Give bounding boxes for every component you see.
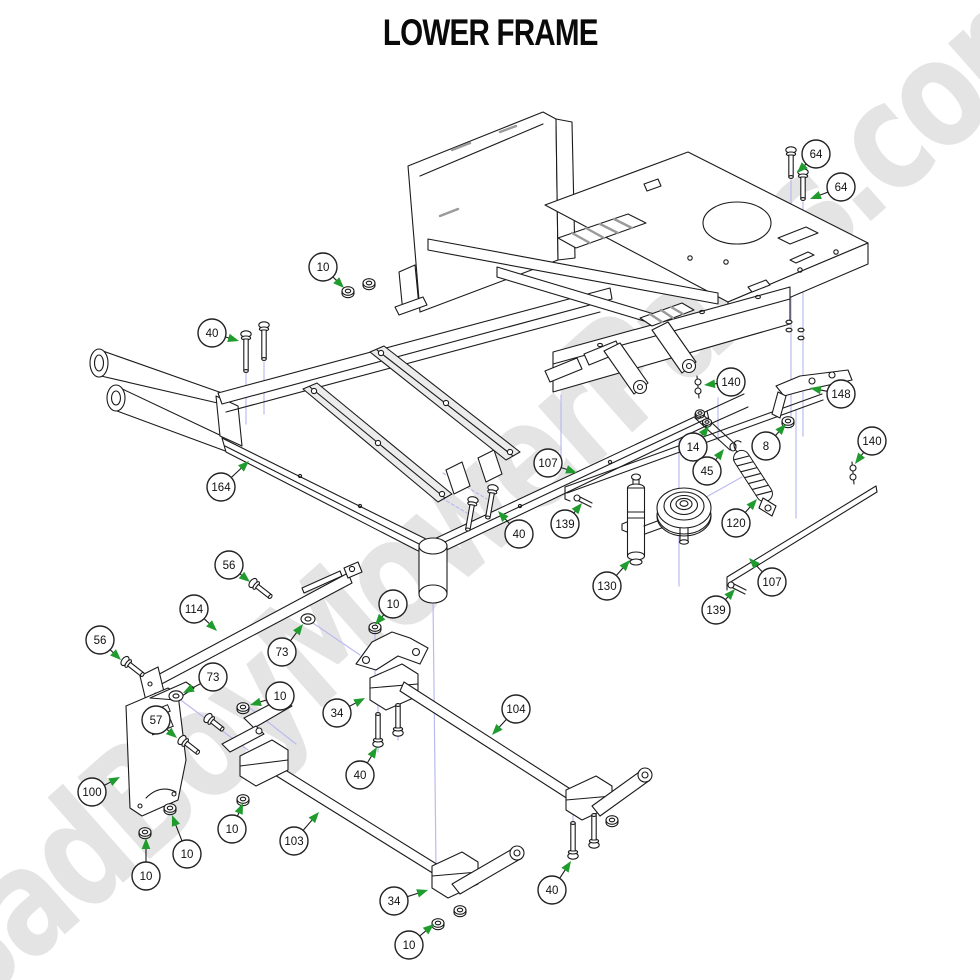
upper-assembly [394,111,869,395]
callout-57[interactable]: 57 [141,705,177,738]
svg-text:73: 73 [276,647,289,659]
lower-linkage [125,561,653,899]
svg-text:130: 130 [597,581,616,593]
callout-104[interactable]: 104 [492,694,531,735]
svg-text:45: 45 [701,466,714,478]
callout-139[interactable]: 139 [701,589,735,625]
callout-40[interactable]: 40 [345,747,377,790]
callout-40[interactable]: 40 [537,861,571,905]
hardware [120,146,857,931]
svg-text:10: 10 [226,824,239,836]
svg-text:107: 107 [538,458,557,470]
callout-10[interactable]: 10 [394,924,434,960]
svg-text:57: 57 [150,715,163,727]
svg-text:40: 40 [546,885,559,897]
callout-10[interactable]: 10 [217,803,247,844]
callout-40[interactable]: 40 [498,511,534,549]
callout-73[interactable]: 73 [267,624,303,667]
callout-10[interactable]: 10 [171,815,202,869]
svg-text:64: 64 [810,149,823,161]
callout-73[interactable]: 73 [183,662,228,693]
callout-56[interactable]: 56 [214,550,250,582]
callout-40[interactable]: 40 [197,318,239,348]
callout-114[interactable]: 114 [179,594,217,631]
svg-text:40: 40 [354,770,367,782]
svg-text:56: 56 [223,560,236,572]
callout-10[interactable]: 10 [308,252,344,288]
svg-text:107: 107 [762,577,781,589]
callout-120[interactable]: 120 [721,499,757,538]
svg-text:139: 139 [706,605,725,617]
svg-text:10: 10 [181,849,194,861]
svg-text:10: 10 [403,940,416,952]
callout-64[interactable]: 64 [810,172,856,202]
callout-64[interactable]: 64 [797,139,831,173]
page-title: LOWER FRAME [382,12,599,53]
callout-56[interactable]: 56 [85,625,121,660]
callout-140[interactable]: 140 [704,367,746,397]
svg-text:40: 40 [513,529,526,541]
callout-164[interactable]: 164 [206,461,249,502]
svg-text:56: 56 [94,635,107,647]
svg-text:100: 100 [82,787,101,799]
callout-139[interactable]: 139 [550,503,582,539]
svg-text:140: 140 [721,377,740,389]
callout-140[interactable]: 140 [855,426,887,464]
callout-100[interactable]: 100 [77,777,120,807]
svg-text:40: 40 [206,328,219,340]
svg-text:10: 10 [387,599,400,611]
svg-text:34: 34 [331,708,344,720]
callout-10[interactable]: 10 [375,589,408,625]
callout-34[interactable]: 34 [379,886,428,916]
callout-8[interactable]: 8 [751,424,786,461]
svg-text:10: 10 [140,871,153,883]
svg-text:148: 148 [831,389,850,401]
callout-107[interactable]: 107 [749,558,787,597]
callout-14[interactable]: 14 [678,426,709,462]
svg-text:14: 14 [687,442,700,454]
callout-45[interactable]: 45 [692,449,724,486]
callout-10[interactable]: 10 [250,681,295,711]
svg-text:164: 164 [211,482,231,494]
callout-10[interactable]: 10 [131,838,161,891]
callout-107[interactable]: 107 [533,448,577,478]
svg-text:8: 8 [763,441,769,453]
svg-text:10: 10 [274,691,287,703]
svg-text:139: 139 [555,519,574,531]
svg-text:73: 73 [207,672,220,684]
front-tube [418,537,448,604]
floor-straps [302,345,521,503]
svg-text:120: 120 [726,518,745,530]
svg-text:10: 10 [317,262,330,274]
frame-rails [89,287,749,557]
svg-text:34: 34 [388,896,401,908]
svg-text:114: 114 [185,604,204,616]
callout-130[interactable]: 130 [592,560,630,601]
svg-text:104: 104 [506,704,526,716]
callout-103[interactable]: 103 [279,812,319,856]
callout-148[interactable]: 148 [810,379,856,409]
svg-text:64: 64 [835,182,848,194]
callout-34[interactable]: 34 [322,698,365,728]
svg-text:103: 103 [284,836,303,848]
svg-text:140: 140 [862,436,881,448]
